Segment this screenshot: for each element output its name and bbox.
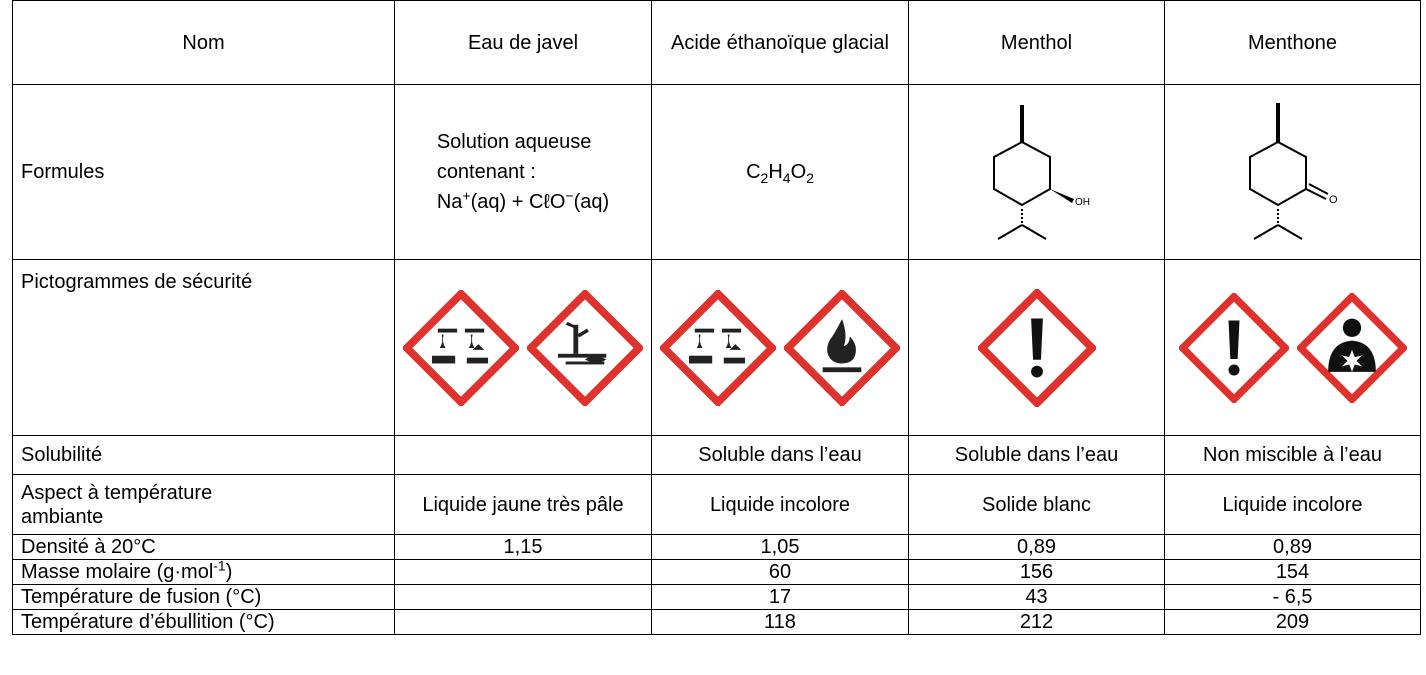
solubilite-row: Solubilité Soluble dans l’eau Soluble da… (12, 435, 1421, 475)
corrosive-icon (660, 289, 776, 407)
header-nom: Nom (12, 0, 395, 85)
menthol-structure-icon: OH (992, 105, 1090, 240)
masse-label: Masse molaire (g·mol-1) (12, 559, 395, 585)
javel-line-2: contenant : (436, 161, 536, 183)
densite-label: Densité à 20°C (12, 534, 395, 560)
javel-aq: (aq) (573, 191, 610, 213)
masse-row: Masse molaire (g·mol-1) 60 156 154 (12, 559, 1421, 585)
ebullition-label: Température d’ébullition (°C) (12, 609, 395, 635)
solubilite-menthone: Non miscible à l’eau (1164, 435, 1421, 475)
ebullition-menthol: 212 (908, 609, 1165, 635)
menthol-oh-label: OH (1075, 197, 1090, 208)
header-menthone: Menthone (1164, 0, 1421, 85)
densite-menthone: 0,89 (1164, 534, 1421, 560)
densite-javel: 1,15 (394, 534, 652, 560)
header-menthol: Menthol (908, 0, 1165, 85)
ebullition-menthone: 209 (1164, 609, 1421, 635)
masse-javel (394, 559, 652, 585)
ebullition-row: Température d’ébullition (°C) 118 212 20… (12, 609, 1421, 635)
masse-acide: 60 (651, 559, 909, 585)
acide-c: C (746, 161, 761, 183)
aspect-label: Aspect à température ambiante (12, 474, 395, 535)
acide-o-sub: 2 (806, 170, 814, 186)
picto-menthol (908, 259, 1165, 436)
fusion-label: Température de fusion (°C) (12, 584, 395, 610)
javel-line-1: Solution aqueuse (436, 131, 592, 153)
solubilite-label: Solubilité (12, 435, 395, 475)
formule-acide: C2H4O2 (651, 84, 909, 260)
fusion-row: Température de fusion (°C) 17 43 - 6,5 (12, 584, 1421, 610)
menthone-o-label: O (1329, 194, 1338, 206)
picto-menthone (1164, 259, 1421, 436)
acide-h-sub: 4 (782, 170, 791, 186)
formules-row: Formules Solution aqueuse contenant : Na… (12, 84, 1421, 260)
aspect-label-text: Aspect à température ambiante (21, 481, 213, 528)
aspect-javel: Liquide jaune très pâle (394, 474, 652, 535)
masse-menthone: 154 (1164, 559, 1421, 585)
aspect-row: Aspect à température ambiante Liquide ja… (12, 474, 1421, 535)
fusion-javel (394, 584, 652, 610)
aspect-javel-text: Liquide jaune très pâle (422, 493, 624, 516)
javel-formula-text: Solution aqueuse contenant : Na+(aq) + C… (437, 127, 609, 217)
aspect-menthone: Liquide incolore (1164, 474, 1421, 535)
fusion-acide: 17 (651, 584, 909, 610)
formule-menthol: OH (908, 84, 1165, 260)
header-acide-text: Acide éthanoïque glacial (671, 31, 889, 54)
pictogrammes-label: Pictogrammes de sécurité (12, 259, 395, 436)
densite-row: Densité à 20°C 1,15 1,05 0,89 0,89 (12, 534, 1421, 560)
aspect-menthol: Solide blanc (908, 474, 1165, 535)
picto-acide (651, 259, 909, 436)
header-acide-ethanoique: Acide éthanoïque glacial (651, 0, 909, 85)
solubilite-javel (394, 435, 652, 475)
ebullition-javel (394, 609, 652, 635)
aspect-acide: Liquide incolore (651, 474, 909, 535)
pictogrammes-row: Pictogrammes de sécurité (12, 259, 1421, 436)
solubilite-acide: Soluble dans l’eau (651, 435, 909, 475)
acide-o: O (790, 161, 807, 183)
exclamation-icon (978, 289, 1096, 407)
solubilite-menthol: Soluble dans l’eau (908, 435, 1165, 475)
masse-label-sup: -1 (213, 559, 226, 574)
formule-eau-de-javel: Solution aqueuse contenant : Na+(aq) + C… (394, 84, 652, 260)
javel-ion-na: Na (436, 191, 463, 213)
fusion-menthol: 43 (908, 584, 1165, 610)
javel-sup-plus: + (462, 187, 471, 204)
densite-acide: 1,05 (651, 534, 909, 560)
chemical-properties-table: Nom Eau de javel Acide éthanoïque glacia… (12, 0, 1421, 635)
header-row: Nom Eau de javel Acide éthanoïque glacia… (12, 0, 1421, 85)
corrosive-icon (403, 289, 519, 407)
fusion-menthone: - 6,5 (1164, 584, 1421, 610)
health-hazard-icon (1297, 293, 1407, 403)
header-eau-de-javel: Eau de javel (394, 0, 652, 85)
javel-ion-clo: (aq) + CℓO (470, 191, 566, 213)
menthone-structure-icon: O (1248, 103, 1338, 240)
picto-eau-de-javel (394, 259, 652, 436)
flammable-icon (784, 289, 900, 407)
masse-label-a: Masse molaire (g·mol (21, 561, 214, 583)
javel-sup-minus: − (565, 187, 574, 204)
formule-menthone: O (1164, 84, 1421, 260)
densite-menthol: 0,89 (908, 534, 1165, 560)
formules-label: Formules (12, 84, 395, 260)
acide-c-sub: 2 (760, 170, 769, 186)
ebullition-acide: 118 (651, 609, 909, 635)
masse-label-b: ) (225, 561, 233, 583)
exclamation-icon (1179, 293, 1289, 403)
environment-icon (527, 289, 643, 407)
masse-menthol: 156 (908, 559, 1165, 585)
acide-h: H (768, 161, 783, 183)
